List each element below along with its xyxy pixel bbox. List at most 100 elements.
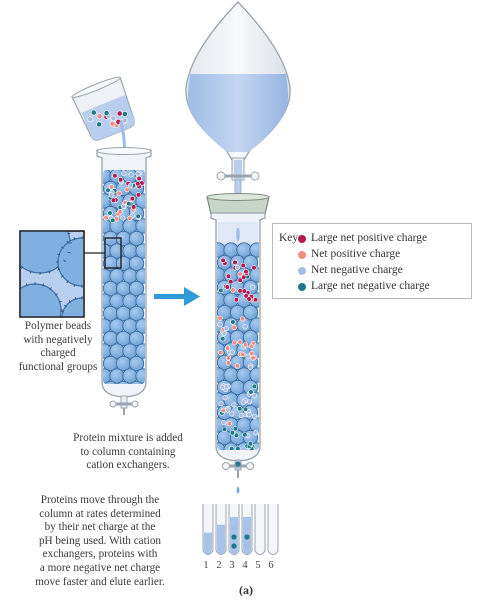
protein-dot [128,172,134,178]
functional-group-mark [29,270,32,274]
legend-key: Key: Large net positive charge Net posit… [272,223,472,299]
tube-number: 2 [216,560,222,571]
functional-group-mark [66,240,69,244]
protein-dot [224,284,230,290]
key-item-positive: Net positive charge [298,248,400,260]
protein-dot [231,402,237,408]
functional-group-mark [57,268,61,271]
protein-dot [222,395,228,401]
protein-dot [240,262,246,269]
process-arrow [154,287,200,306]
caption-line: Polymer beads [24,320,92,332]
column-stopper [206,193,270,215]
protein-dot [235,446,241,450]
key-item-large-positive: Large net positive charge [298,232,427,244]
caption-line: pH being used. With cation [38,534,162,547]
key-label: Net negative charge [311,264,403,276]
functional-group-mark [93,300,95,302]
functional-group-mark [54,293,58,296]
functional-group-mark [12,294,15,296]
key-dot-large-negative [298,283,306,291]
protein-dot [247,399,253,405]
protein-dot [129,196,135,202]
functional-group-mark [8,301,11,302]
protein-dot [126,201,132,207]
protein-dot [117,209,123,215]
functional-group-mark [60,310,65,313]
functional-group-mark [49,213,50,216]
functional-group-mark [63,259,67,263]
protein-dot [217,322,223,328]
polymer-bead [249,317,259,333]
functional-group-mark [96,241,98,243]
protein-dot [233,297,239,303]
protein-dot [220,257,226,264]
polymer-bead [249,267,259,283]
tube-liquid [217,524,225,554]
protein-dot [234,363,241,369]
polymer-bead [128,230,145,247]
polymer-bead [135,293,145,309]
protein-dot [233,432,240,438]
protein-dot [252,413,258,420]
protein-dot [110,197,117,203]
protein-dot [225,407,231,413]
functional-group-mark [59,318,62,319]
protein-dot [251,383,257,390]
functional-group-mark [58,300,62,303]
polymer-bead [249,367,259,383]
protein-dot [246,412,252,418]
functional-group-mark [42,283,45,287]
functional-group-mark [25,283,28,287]
tube-numbers: 1 2 3 4 5 6 [200,560,280,574]
functional-group-mark [88,297,89,300]
protein-dot [230,287,236,293]
functional-group-mark [97,305,99,307]
protein-dot [221,330,227,337]
protein-dot [237,339,243,345]
protein-dot [240,316,246,322]
polymer-bead [135,243,145,259]
tube-glass [267,504,279,555]
polymer-bead [128,305,145,322]
polymer-bead [128,355,145,372]
protein-dot [223,326,229,332]
caption-line: cation exchangers. [86,459,170,472]
protein-dot [108,184,115,190]
test-tube [254,504,266,555]
protein-dot [246,296,252,302]
protein-dot [229,411,235,417]
protein-dot [122,111,128,117]
polymer-bead [135,368,145,384]
key-item-large-negative: Large net negative charge [298,280,430,292]
protein-dot [121,171,127,177]
polymer-bead [249,242,259,258]
key-dot-positive [298,251,306,259]
protein-dot [232,259,238,266]
test-tube [202,504,214,555]
protein-dot [226,355,232,361]
functional-group-mark [64,224,66,226]
protein-dot [242,324,248,330]
protein-dot [234,264,240,271]
protein-dot [96,113,103,120]
caption-line: by their net charge at the [44,521,156,534]
functional-group-mark [30,213,31,216]
protein-dot [240,399,246,405]
protein-dot [225,360,231,366]
caption-line: to column containing [80,445,176,458]
functional-group-mark [73,283,76,287]
test-tube [267,504,279,555]
functional-group-mark [67,251,71,254]
protein-dot [103,110,110,117]
tube-liquid [204,532,212,554]
polymer-bead [135,268,145,284]
functional-group-mark [63,304,67,308]
protein-dot [229,446,235,450]
protein-dot [135,171,141,177]
caption-line: Protein mixture is added [73,432,183,444]
protein-dot [229,430,235,436]
protein-dot [250,355,256,361]
caption-line: charged [40,347,76,360]
functional-group-mark [67,232,71,235]
